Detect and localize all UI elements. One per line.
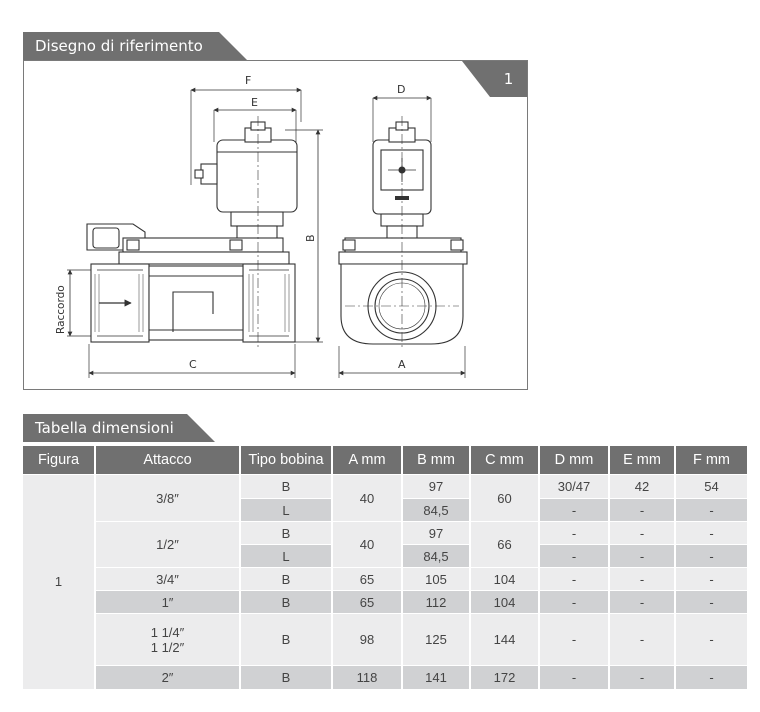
dim-label-f: F bbox=[245, 74, 251, 87]
table-section-title: Tabella dimensioni bbox=[23, 414, 215, 442]
tipo-cell: L bbox=[239, 498, 332, 522]
d-cell: - bbox=[538, 544, 609, 568]
f-cell: 54 bbox=[674, 474, 747, 499]
col-header-d: D mm bbox=[538, 446, 609, 475]
col-header-figura: Figura bbox=[23, 446, 95, 475]
a-cell: 118 bbox=[331, 665, 402, 689]
figure-number-badge: 1 bbox=[462, 61, 527, 97]
b-cell: 84,5 bbox=[401, 498, 470, 522]
f-cell: - bbox=[674, 665, 747, 689]
f-cell: - bbox=[674, 613, 747, 666]
e-cell: - bbox=[608, 498, 675, 522]
col-header-e: E mm bbox=[608, 446, 675, 475]
table-row: 2″ B 118 141 172 - - - bbox=[23, 665, 747, 689]
attacco-cell: 2″ bbox=[94, 665, 240, 689]
d-cell: - bbox=[538, 665, 609, 689]
col-header-a: A mm bbox=[331, 446, 402, 475]
dimensions-table: Figura Attacco Tipo bobina A mm B mm C m… bbox=[23, 446, 747, 689]
col-header-attacco: Attacco bbox=[94, 446, 240, 475]
a-cell: 98 bbox=[331, 613, 402, 666]
e-cell: - bbox=[608, 521, 675, 545]
e-cell: - bbox=[608, 665, 675, 689]
attacco-cell: 3/8″ bbox=[94, 474, 240, 522]
e-cell: 42 bbox=[608, 474, 675, 499]
attacco-cell: 1/2″ bbox=[94, 521, 240, 568]
dim-label-a: A bbox=[398, 358, 406, 371]
b-cell: 105 bbox=[401, 567, 470, 591]
a-cell: 40 bbox=[331, 474, 402, 522]
col-header-c: C mm bbox=[469, 446, 539, 475]
b-cell: 125 bbox=[401, 613, 470, 666]
b-cell: 84,5 bbox=[401, 544, 470, 568]
attacco-cell: 1 1/4″ 1 1/2″ bbox=[94, 613, 240, 666]
e-cell: - bbox=[608, 613, 675, 666]
col-header-b: B mm bbox=[401, 446, 470, 475]
b-cell: 97 bbox=[401, 521, 470, 545]
a-cell: 65 bbox=[331, 590, 402, 614]
c-cell: 172 bbox=[469, 665, 539, 689]
e-cell: - bbox=[608, 567, 675, 591]
attacco-line: 1 1/2″ bbox=[150, 639, 185, 655]
attacco-line: 1 1/4″ bbox=[150, 624, 185, 640]
d-cell: - bbox=[538, 613, 609, 666]
d-cell: - bbox=[538, 567, 609, 591]
table-header-row: Figura Attacco Tipo bobina A mm B mm C m… bbox=[23, 446, 747, 475]
table-row: 3/4″ B 65 105 104 - - - bbox=[23, 567, 747, 591]
b-cell: 97 bbox=[401, 474, 470, 499]
c-cell: 104 bbox=[469, 590, 539, 614]
tipo-cell: B bbox=[239, 474, 332, 499]
f-cell: - bbox=[674, 498, 747, 522]
table-row: 1 3/8″ B 40 97 60 30/47 42 54 bbox=[23, 474, 747, 689]
tipo-cell: B bbox=[239, 521, 332, 545]
b-cell: 141 bbox=[401, 665, 470, 689]
dim-label-b: B bbox=[304, 234, 317, 242]
tipo-cell: B bbox=[239, 665, 332, 689]
f-cell: - bbox=[674, 544, 747, 568]
tipo-cell: B bbox=[239, 613, 332, 666]
b-cell: 112 bbox=[401, 590, 470, 614]
d-cell: - bbox=[538, 521, 609, 545]
dim-label-c: C bbox=[189, 358, 197, 371]
c-cell: 144 bbox=[469, 613, 539, 666]
table-row: L 84,5 - - - bbox=[23, 498, 747, 522]
c-cell: 66 bbox=[469, 521, 539, 568]
e-cell: - bbox=[608, 590, 675, 614]
d-cell: - bbox=[538, 590, 609, 614]
tipo-cell: L bbox=[239, 544, 332, 568]
table-row: 1/2″ B 40 97 66 - - - bbox=[23, 521, 747, 568]
figure-cell: 1 bbox=[23, 474, 95, 689]
col-header-tipo-bobina: Tipo bobina bbox=[239, 446, 332, 475]
d-cell: 30/47 bbox=[538, 474, 609, 499]
attacco-cell: 3/4″ bbox=[94, 567, 240, 591]
dim-label-raccordo: Raccordo bbox=[55, 285, 67, 334]
attacco-cell: 1″ bbox=[94, 590, 240, 614]
e-cell: - bbox=[608, 544, 675, 568]
d-cell: - bbox=[538, 498, 609, 522]
a-cell: 40 bbox=[331, 521, 402, 568]
dim-label-e: E bbox=[251, 96, 258, 109]
f-cell: - bbox=[674, 567, 747, 591]
table-row: 1 1/4″ 1 1/2″ B 98 125 144 - - - bbox=[23, 613, 747, 666]
c-cell: 104 bbox=[469, 567, 539, 591]
f-cell: - bbox=[674, 521, 747, 545]
table-row: L 84,5 - - - bbox=[23, 544, 747, 568]
f-cell: - bbox=[674, 590, 747, 614]
col-header-f: F mm bbox=[674, 446, 747, 475]
tipo-cell: B bbox=[239, 590, 332, 614]
c-cell: 60 bbox=[469, 474, 539, 522]
table-row: 1″ B 65 112 104 - - - bbox=[23, 590, 747, 614]
a-cell: 65 bbox=[331, 567, 402, 591]
tipo-cell: B bbox=[239, 567, 332, 591]
dim-label-d: D bbox=[397, 83, 405, 96]
valve-technical-drawing: F E D C A B Raccordo bbox=[55, 74, 468, 378]
drawing-section-title: Disegno di riferimento bbox=[23, 32, 247, 60]
